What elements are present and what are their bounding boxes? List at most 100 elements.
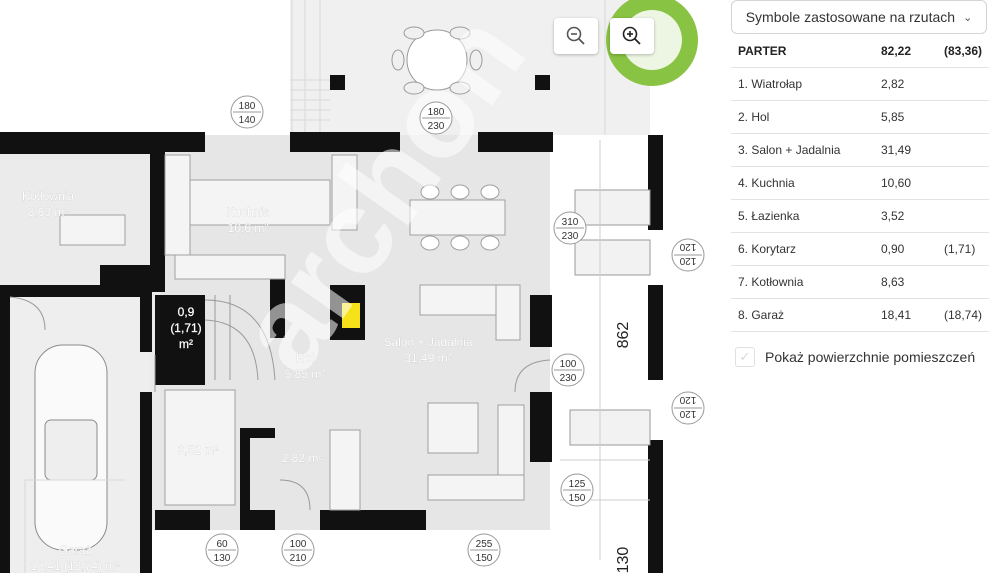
room-area-alt <box>937 265 989 299</box>
length-130: 130 <box>615 547 632 573</box>
room-area-kuchnia: 10,6 m² <box>228 221 269 235</box>
room-area-kotlownia: 8,63 m² <box>28 205 69 219</box>
room-area-alt <box>937 67 989 101</box>
dim-bottom: 120 <box>679 241 696 252</box>
room-area-lazienka: 3,52 m² <box>178 443 219 457</box>
dim-bottom: 120 <box>679 394 696 405</box>
room-area: 31,49 <box>874 133 937 167</box>
length-862: 862 <box>615 322 632 349</box>
dim-bottom: 150 <box>569 493 586 504</box>
room-label-korytarz: 0,9 <box>178 305 195 319</box>
room-name: 8. Garaż <box>731 298 874 332</box>
dim-bottom: 130 <box>214 553 231 564</box>
room-name: 2. Hol <box>731 100 874 134</box>
zoom-in-icon <box>622 26 641 45</box>
checkbox[interactable]: ✓ <box>735 347 755 367</box>
dim-bottom: 230 <box>428 121 445 132</box>
dim-bottom: 230 <box>562 231 579 242</box>
room-name: 7. Kotłownia <box>731 265 874 299</box>
room-name: 3. Salon + Jadalnia <box>731 133 874 167</box>
dim-top: 125 <box>569 479 586 490</box>
zoom-out-button[interactable] <box>554 18 598 54</box>
room-area: 18,41 <box>874 298 937 332</box>
zoom-out-icon <box>566 26 585 45</box>
show-room-areas-toggle[interactable]: ✓ Pokaż powierzchnie pomieszczeń <box>735 347 975 367</box>
floor-area-alt: (83,36) <box>937 35 989 68</box>
dim-top: 120 <box>679 255 696 266</box>
fireplace-symbol <box>342 303 360 328</box>
dim-top: 180 <box>239 101 256 112</box>
room-name: 6. Korytarz <box>731 232 874 266</box>
dim-bottom: 230 <box>560 373 577 384</box>
toggle-label: Pokaż powierzchnie pomieszczeń <box>765 349 976 365</box>
room-area: 8,63 <box>874 265 937 299</box>
symbols-dropdown-button[interactable]: Symbole zastosowane na rzutach ⌄ <box>731 0 987 34</box>
car-symbol <box>34 344 108 551</box>
room-label-salon: Salon + Jadalnia <box>383 335 472 349</box>
dim-bottom: 140 <box>239 115 256 126</box>
room-label-garaz: Garaż <box>59 543 92 557</box>
room-area: 2,82 <box>874 67 937 101</box>
room-label-kotlownia: Kotłownia <box>22 189 74 203</box>
dim-top: 120 <box>679 408 696 419</box>
room-unit-korytarz: m² <box>179 337 193 351</box>
room-label-hol: Hol <box>296 351 314 365</box>
table-header-row: PARTER 82,22 (83,36) <box>731 35 989 68</box>
zoom-in-button[interactable] <box>610 18 654 54</box>
room-area: 10,60 <box>874 166 937 200</box>
room-label-kuchnia: Kuchnia <box>226 205 270 219</box>
room-area-hol: 5,85 m² <box>285 367 326 381</box>
room-area-alt <box>937 199 989 233</box>
room-area: 5,85 <box>874 100 937 134</box>
symbols-dropdown-label: Symbole zastosowane na rzutach <box>745 9 956 25</box>
room-name: 1. Wiatrołap <box>731 67 874 101</box>
room-area-alt: (1,71) <box>937 232 989 266</box>
dim-top: 100 <box>290 539 307 550</box>
room-area-alt <box>937 133 989 167</box>
room-area-garaz: 18,41 (18,74) m² <box>31 559 120 573</box>
room-area-alt: (18,74) <box>937 298 989 332</box>
room-area-alt <box>937 100 989 134</box>
room-area: 0,90 <box>874 232 937 266</box>
room-area-wiatrolap: 2,82 m² <box>282 451 323 465</box>
dim-top: 60 <box>216 539 228 550</box>
room-name: 5. Łazienka <box>731 199 874 233</box>
dim-top: 255 <box>476 539 493 550</box>
dim-bottom: 150 <box>476 553 493 564</box>
room-area: 3,52 <box>874 199 937 233</box>
room-area-korytarz: (1,71) <box>170 321 201 335</box>
floor-name: PARTER <box>731 35 874 68</box>
room-area-alt <box>937 166 989 200</box>
dim-bottom: 210 <box>290 553 307 564</box>
room-name: 4. Kuchnia <box>731 166 874 200</box>
terrace-table <box>391 26 483 95</box>
floor-area: 82,22 <box>874 35 937 68</box>
dim-top: 100 <box>560 359 577 370</box>
dim-top: 310 <box>562 217 579 228</box>
room-area-salon: 31,49 m² <box>404 351 451 365</box>
dim-top: 180 <box>428 107 445 118</box>
room-areas-panel: Symbole zastosowane na rzutach ⌄ PARTER … <box>720 0 1000 573</box>
chevron-down-icon: ⌄ <box>963 11 973 24</box>
